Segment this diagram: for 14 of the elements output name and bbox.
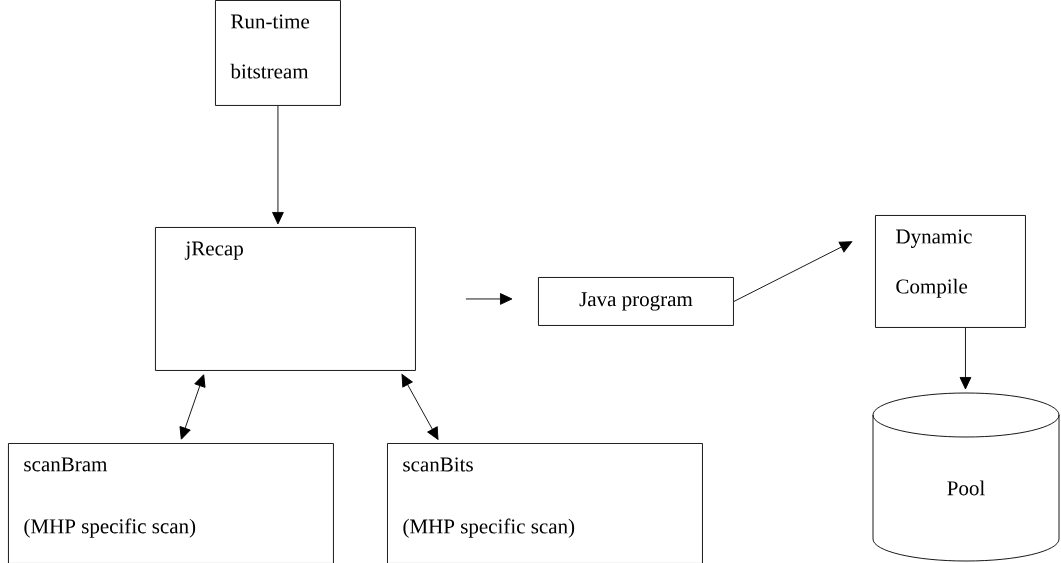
arrow xyxy=(179,374,206,440)
arrow xyxy=(733,241,853,302)
arrow xyxy=(401,374,439,440)
process-box: Dynamic Compile xyxy=(875,215,1026,328)
process-box: scanBits (MHP specific scan) xyxy=(387,443,703,563)
process-box: Java program xyxy=(538,277,734,326)
arrow xyxy=(465,293,513,305)
process-box: jRecap xyxy=(155,227,416,371)
process-box: Run-time bitstream xyxy=(215,0,341,106)
arrow xyxy=(959,327,972,390)
arrow xyxy=(272,105,284,225)
node-label: Pool xyxy=(947,480,985,496)
database-cylinder: Pool xyxy=(872,392,1060,562)
process-box: scanBram (MHP specific scan) xyxy=(8,443,334,563)
